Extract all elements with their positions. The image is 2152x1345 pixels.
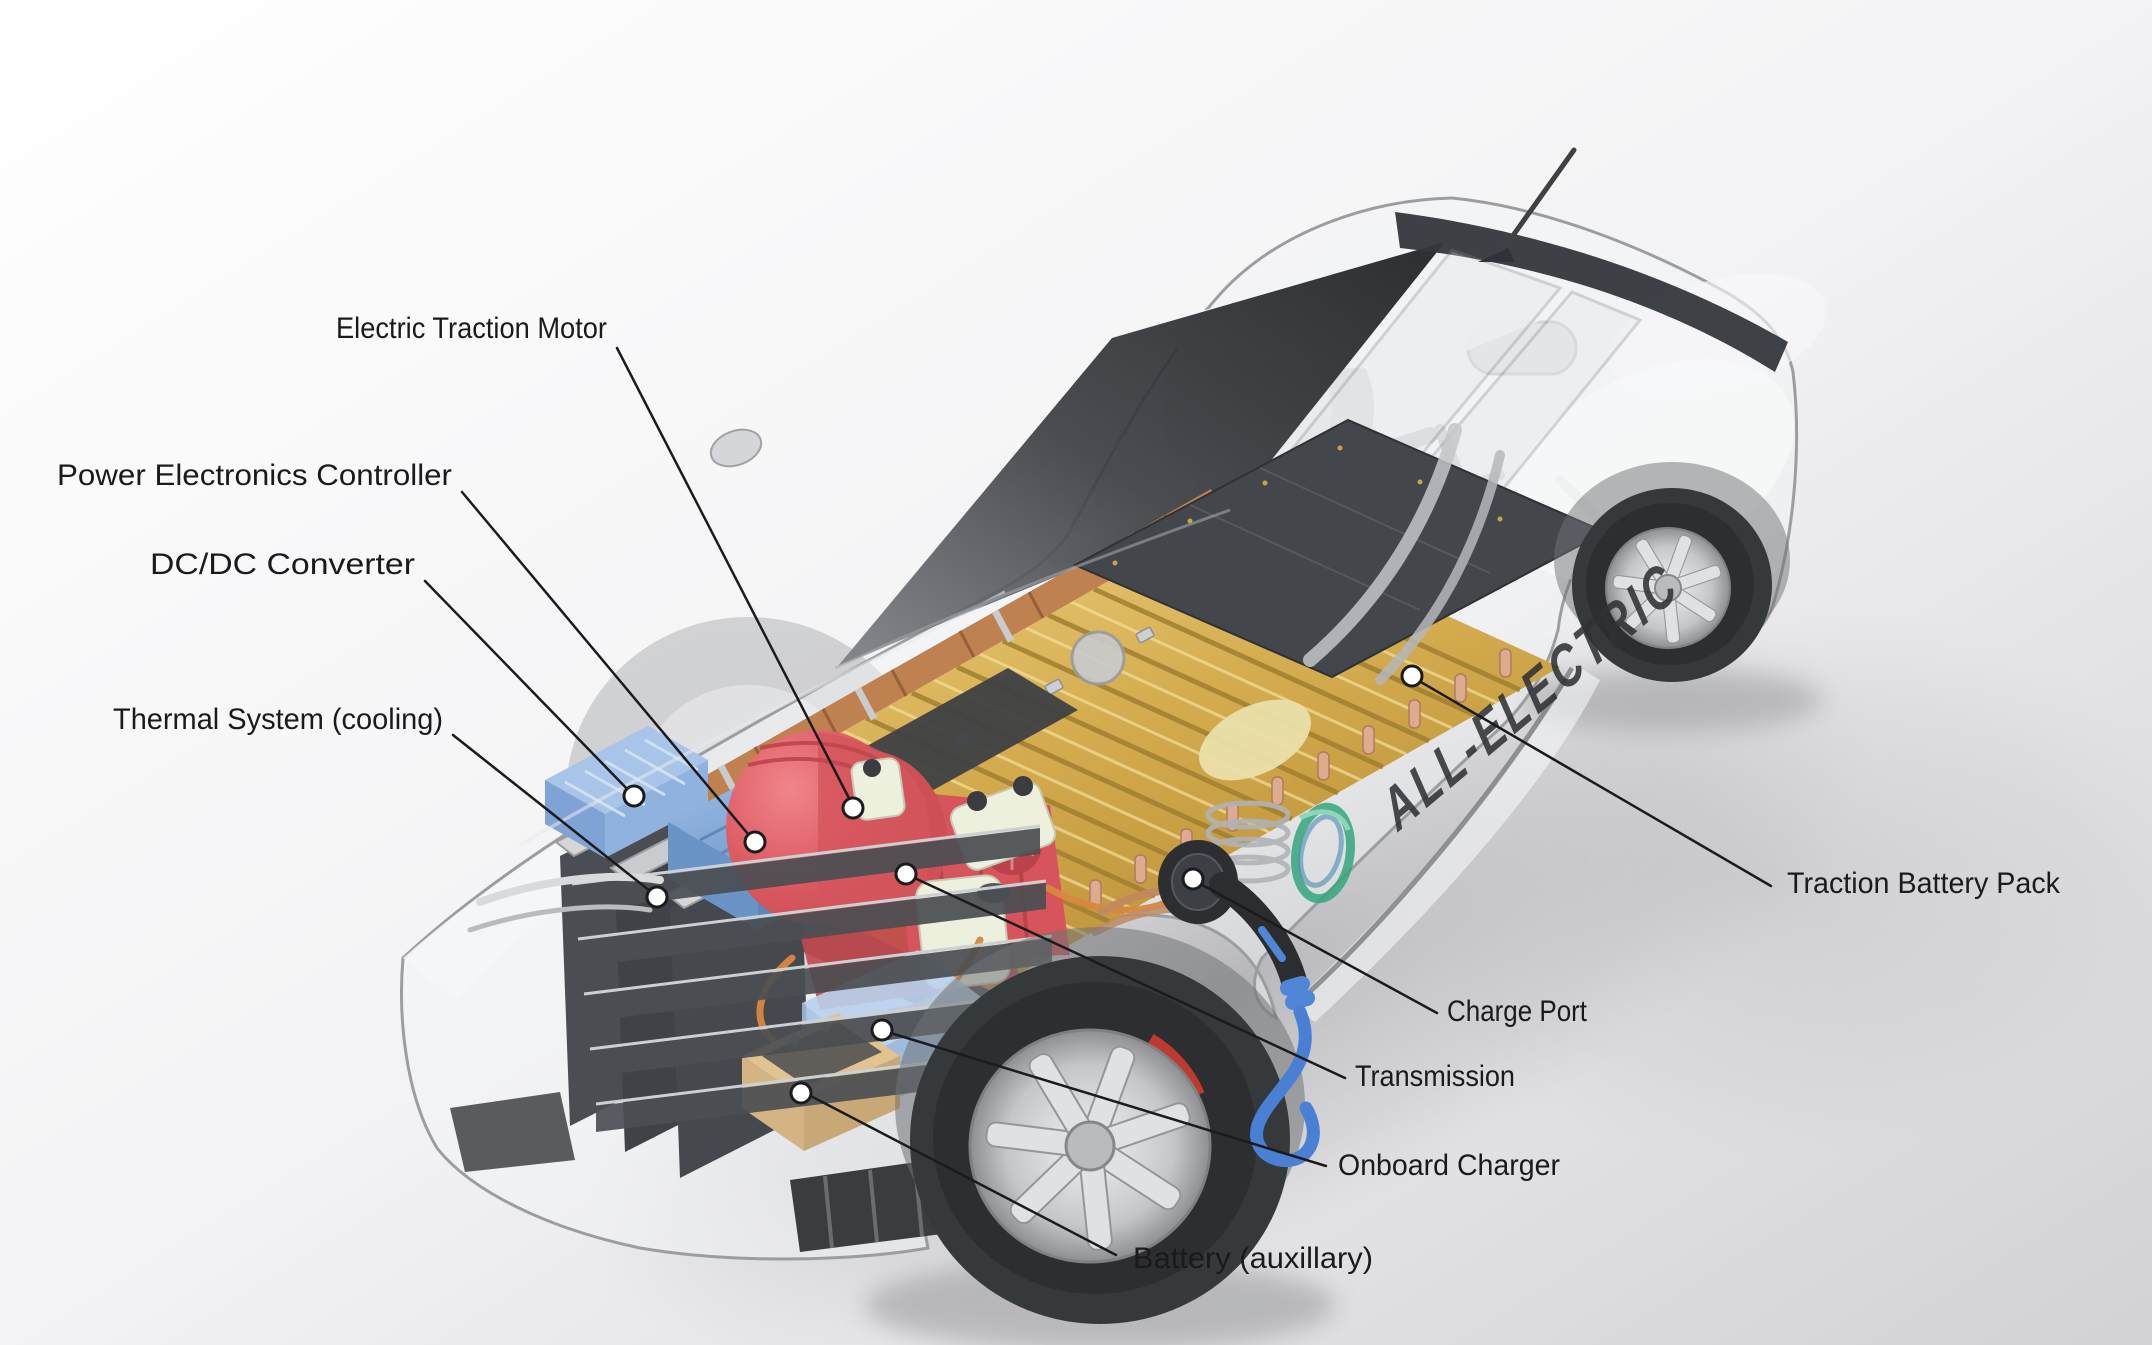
front-wheel xyxy=(895,927,1305,1324)
label-charge-port: Charge Port xyxy=(1181,867,1588,1028)
hood-seams xyxy=(519,508,1231,847)
marker-onboard-charger xyxy=(870,1018,894,1042)
rollbar-tubes xyxy=(1303,423,1505,685)
headlight-icon xyxy=(467,873,664,933)
marker-power-electronics-controller xyxy=(743,830,767,854)
svg-text:DC/DC Converter: DC/DC Converter xyxy=(150,548,415,581)
marker-transmission xyxy=(894,862,918,886)
dc-dc-converter-box xyxy=(545,726,708,858)
antenna-icon xyxy=(1478,147,1577,262)
label-power-electronics-controller: Power Electronics Controller xyxy=(57,459,767,854)
marker-thermal-system-cooling xyxy=(645,885,669,909)
svg-text:Transmission: Transmission xyxy=(1355,1060,1515,1093)
svg-text:Electric Traction Motor: Electric Traction Motor xyxy=(336,312,607,345)
svg-text:Onboard Charger: Onboard Charger xyxy=(1338,1149,1560,1182)
label-battery-auxillary: Battery (auxillary) xyxy=(789,1081,1373,1275)
label-traction-battery-pack: Traction Battery Pack xyxy=(1400,664,2061,900)
marker-traction-battery-pack xyxy=(1400,664,1424,688)
label-dc-dc-converter: DC/DC Converter xyxy=(150,548,646,808)
side-mirror-icon xyxy=(709,428,763,468)
charge-cable-icon xyxy=(1250,1005,1320,1168)
charge-plug-icon xyxy=(1209,872,1308,998)
marker-charge-port xyxy=(1181,867,1205,891)
svg-text:Thermal System (cooling): Thermal System (cooling) xyxy=(113,703,443,736)
fog-lamp-recess xyxy=(450,1092,575,1172)
label-electric-traction-motor: Electric Traction Motor xyxy=(336,312,865,820)
marker-electric-traction-motor xyxy=(841,796,865,820)
windshield-glass xyxy=(838,242,1445,666)
marker-battery-auxillary xyxy=(789,1081,813,1105)
label-onboard-charger: Onboard Charger xyxy=(870,1018,1560,1182)
svg-text:Power Electronics Controller: Power Electronics Controller xyxy=(57,459,452,492)
marker-dc-dc-converter xyxy=(622,784,646,808)
svg-text:Charge Port: Charge Port xyxy=(1447,995,1588,1028)
component-labels: Electric Traction Motor Power Electronic… xyxy=(57,312,2061,1275)
rocker-line xyxy=(1290,666,1575,1010)
svg-text:Battery (auxillary): Battery (auxillary) xyxy=(1133,1242,1373,1275)
svg-text:Traction Battery Pack: Traction Battery Pack xyxy=(1787,867,2061,900)
label-transmission: Transmission xyxy=(894,862,1515,1093)
rear-window-band xyxy=(1395,212,1788,372)
label-thermal-system-cooling: Thermal System (cooling) xyxy=(113,703,669,909)
brand-logo-icon xyxy=(1291,802,1355,904)
rear-wheel xyxy=(1554,462,1790,682)
